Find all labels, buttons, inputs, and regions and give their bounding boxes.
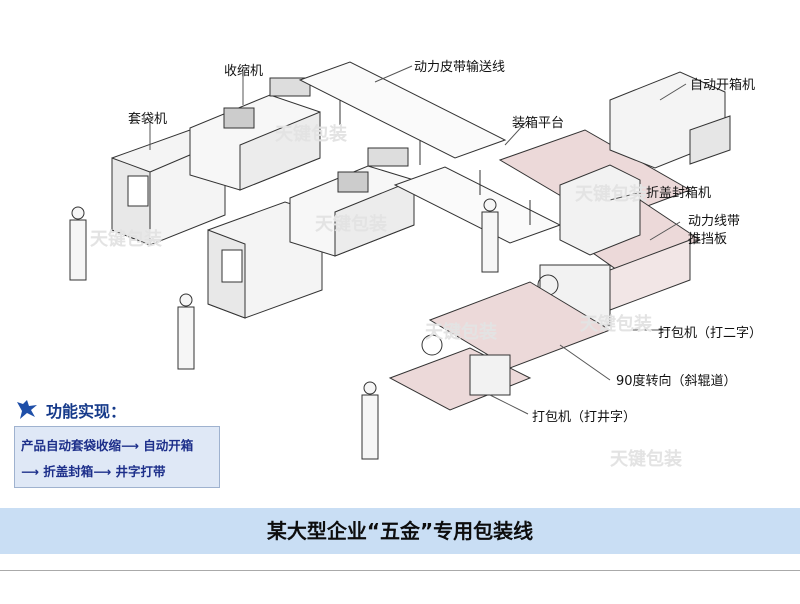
bullet-icon: [17, 400, 37, 419]
feature-line-1: 产品自动套袋收缩⟶ 自动开箱: [21, 438, 194, 453]
upper-shrink-machine: [189, 77, 321, 191]
feature-heading: 功能实现：: [14, 398, 126, 422]
callout-auto-erector: 自动开箱机: [690, 78, 756, 93]
callout-shrink-machine: 收缩机: [224, 64, 264, 79]
divider-line: [0, 570, 800, 571]
packaging-line-diagram: [69, 61, 731, 460]
folding-sealing-machine: [559, 164, 641, 256]
feature-heading-text: 功能实现：: [46, 402, 127, 421]
watermark: 天键包装: [90, 229, 162, 250]
callout-strapper-cross: 打包机（打井字）: [532, 410, 637, 425]
callout-folding-sealer: 折盖封箱机: [646, 186, 712, 201]
callout-stopper-plate: 推挡板: [688, 232, 728, 247]
leader-lines: [149, 65, 687, 415]
callout-boxing-platform: 装箱平台: [512, 116, 565, 131]
belt-conveyor: [298, 61, 562, 244]
watermark: 天键包装: [580, 314, 652, 335]
callout-stopper-line: 动力线带: [688, 214, 741, 229]
feature-line-2: ⟶ 折盖封箱⟶ 井字打带: [21, 464, 166, 479]
feature-box: 产品自动套袋收缩⟶ 自动开箱 ⟶ 折盖封箱⟶ 井字打带: [14, 426, 220, 488]
watermark: 天键包装: [315, 214, 387, 235]
auto-case-erector: [609, 71, 731, 169]
watermark: 天键包装: [575, 184, 647, 205]
callout-turn90: 90度转向（斜辊道）: [616, 374, 737, 389]
lower-shrink-machine: [289, 147, 415, 257]
banner-title: 某大型企业“五金”专用包装线: [266, 519, 534, 543]
watermark: 天键包装: [425, 322, 497, 343]
callout-strapper-two: 打包机（打二字）: [658, 326, 763, 341]
watermark: 天键包装: [275, 124, 347, 145]
callout-bagging-machine: 套袋机: [128, 112, 168, 127]
worker-figures: [69, 198, 499, 460]
roller-conveyor-lower: [388, 281, 612, 411]
watermark: 天键包装: [610, 449, 682, 470]
title-banner: 某大型企业“五金”专用包装线: [0, 508, 800, 554]
callout-conveyor-belt: 动力皮带输送线: [414, 60, 506, 75]
